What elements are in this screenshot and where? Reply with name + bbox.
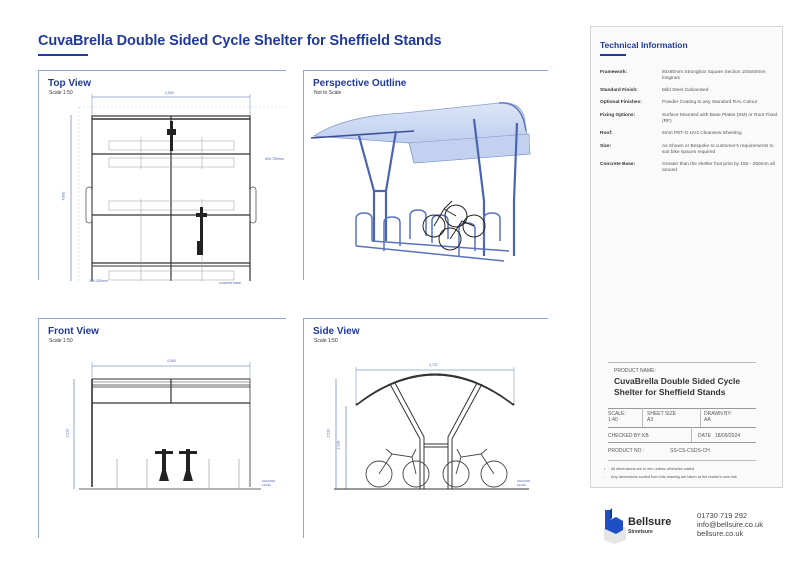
note-bullet: •	[604, 467, 606, 471]
spec-value: Greater than the shelter foot print by 1…	[662, 162, 775, 173]
top-view-width-dim: 4,000	[165, 91, 174, 95]
top-view-scale: Scale 1:50	[49, 90, 73, 96]
note: Any dimensions scaled from this drawing …	[611, 475, 737, 479]
contact-info: 01730 719 292 info@bellsure.co.uk bellsu…	[697, 511, 763, 538]
spec-value: Powder Coating to any Standard RAL Colou…	[662, 100, 758, 105]
perspective-drawing	[310, 102, 531, 262]
top-view-drawing	[70, 94, 287, 281]
divider	[608, 362, 756, 363]
spec-key: Size:	[600, 144, 612, 149]
scale-value: 1:40	[608, 417, 618, 423]
contact-email[interactable]: info@bellsure.co.uk	[697, 520, 763, 529]
front-view-drawing	[73, 362, 261, 490]
product-name-label: PRODUCT NAME:	[614, 368, 656, 374]
brand-sub: Streetsure	[628, 529, 653, 535]
perspective-panel: Perspective Outline Not to Scale	[303, 70, 548, 280]
product-no-value: SS-CS-CSDS-CH	[670, 448, 710, 454]
spec-key: Roof:	[600, 131, 613, 136]
side-view-title: Side View	[313, 326, 360, 337]
contact-website[interactable]: bellsure.co.uk	[697, 529, 744, 538]
spec-key: Concrete Base:	[600, 162, 636, 167]
top-view-bottom-dim: 150-250mm	[89, 279, 108, 283]
technical-info-title: Technical Information	[600, 40, 688, 50]
side-view-width-dim: 4,737	[429, 363, 438, 367]
divider	[608, 460, 756, 461]
front-view-title: Front View	[48, 326, 99, 337]
divider	[700, 408, 701, 427]
divider	[691, 427, 692, 442]
scale-label: SCALE:	[608, 411, 626, 417]
top-view-title: Top View	[48, 78, 91, 89]
sheet-size-label: SHEET SIZE	[647, 411, 677, 417]
drawn-by-value: AA	[704, 417, 711, 423]
side-view-clearance-dim: 2,100	[336, 440, 341, 450]
spec-key: Standard Finish:	[600, 88, 638, 93]
top-view-side-dim: 600-750mm	[265, 157, 284, 161]
front-view-height-dim: 2,510	[65, 428, 70, 438]
spec-value: 5mm PET-G UV2 Clearview Sheeting	[662, 131, 742, 136]
top-view-depth-dim: 4,800	[61, 191, 66, 201]
product-name: CuvaBrella Double Sided Cycle Shelter fo…	[614, 376, 741, 397]
perspective-title: Perspective Outline	[313, 78, 407, 89]
side-view-scale: Scale 1:50	[314, 338, 338, 344]
side-view-drawing	[334, 367, 529, 490]
spec-key: Optional Finishes:	[600, 100, 642, 105]
title-underline	[38, 54, 88, 56]
top-view-panel: Top View Scale 1:50	[38, 70, 287, 285]
spec-value: As Shown or Bespoke to customer's requir…	[662, 144, 774, 155]
page-title: CuvaBrella Double Sided Cycle Shelter fo…	[38, 33, 442, 49]
technical-info-panel: Technical Information Framework: 60x60mm…	[590, 26, 783, 488]
divider	[642, 408, 643, 427]
checked-by-value: KB	[642, 433, 649, 439]
side-view-ground-label: GROUND LEVEL	[517, 479, 531, 487]
spec-value: 60x60mm Strongbox Square Section 100x50m…	[662, 70, 766, 81]
product-no-label: PRODUCT NO :	[608, 448, 645, 454]
brand-name: Bellsure	[628, 516, 672, 528]
front-view-scale: Scale 1:50	[49, 338, 73, 344]
perspective-scale: Not to Scale	[314, 90, 342, 96]
spec-value: Surface Mounted with Base Plates (SM) or…	[662, 113, 778, 124]
drawn-by-label: DRAWN BY:	[704, 411, 732, 417]
side-view-height-dim: 2,510	[326, 428, 331, 438]
divider	[608, 427, 756, 428]
bellsure-logo-icon	[604, 508, 626, 544]
front-view-panel: Front View Scale 1:50	[38, 318, 286, 538]
note: All dimensions are in mm unless otherwis…	[611, 467, 695, 471]
spec-value: Mild Steel Galvanised	[662, 88, 709, 93]
technical-info-underline	[600, 54, 626, 56]
side-view-panel: Side View Scale 1:50 4,737	[303, 318, 548, 538]
front-view-width-dim: 4,000	[167, 359, 176, 363]
contact-phone: 01730 719 292	[697, 511, 748, 520]
spec-key: Fixing Options:	[600, 113, 636, 118]
date-value: 18/09/2024	[715, 433, 741, 439]
divider	[608, 442, 756, 443]
top-view-footprint-dim: concrete base	[219, 281, 241, 285]
divider	[608, 408, 756, 409]
front-view-ground-label: GROUND LEVEL	[262, 479, 276, 487]
spec-key: Framework:	[600, 70, 628, 75]
sheet-size-value: A3	[647, 417, 654, 423]
checked-by-label: CHECKED BY:	[608, 433, 642, 439]
note-bullet: -	[604, 475, 606, 479]
date-label: DATE	[698, 433, 711, 439]
